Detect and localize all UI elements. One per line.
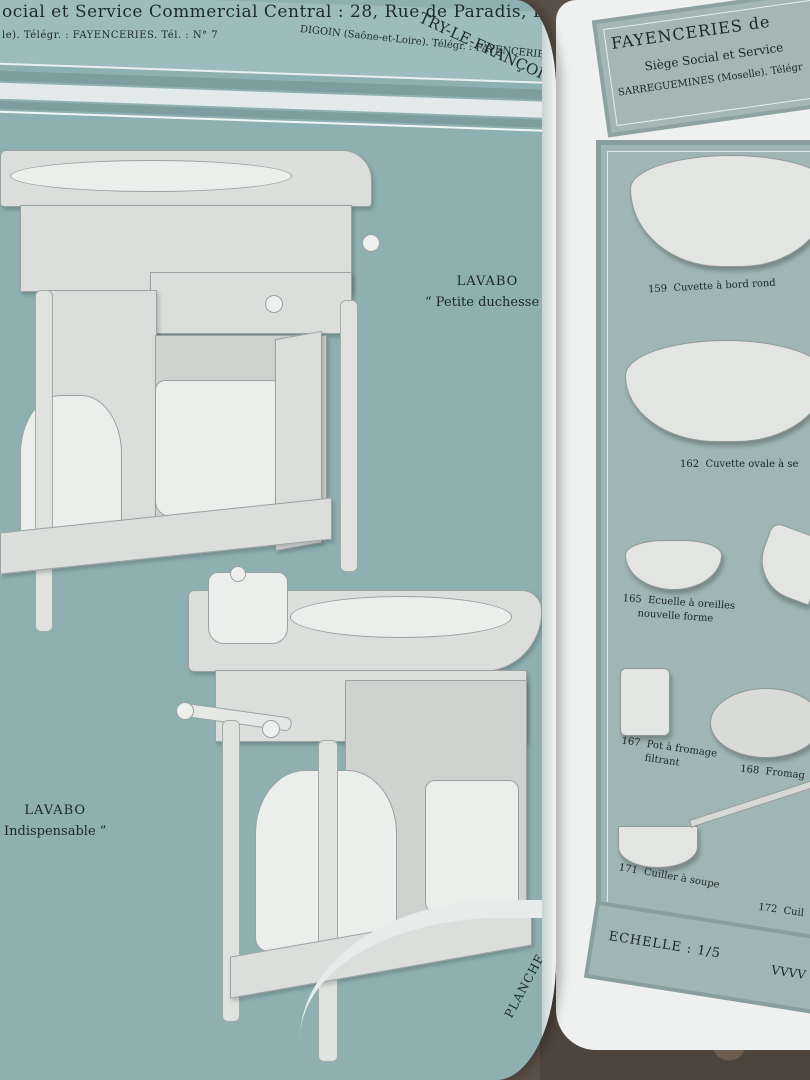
ladle-171-image [618,826,698,868]
open-drawer [150,272,352,334]
towel-rail-knob [176,702,194,720]
scale-ruler-icon: VVVV [770,962,807,983]
caption-name: “ Petite duchesse ” [425,294,550,310]
caption-title: LAVABO [24,803,87,818]
front-right-leg [340,300,358,572]
scale-label: ECHELLE : 1/5 [607,928,723,962]
chamber-pot [155,380,282,517]
jar-lid-knob [230,566,246,582]
lidded-jar [208,572,288,644]
caption-name: Indispensable ” [4,823,107,839]
basin [10,160,292,192]
towel-bar-knob [362,234,380,252]
header-address-line: ocial et Service Commercial Central : 28… [2,2,556,22]
fromage-168-image [710,688,810,758]
caption-petite-duchesse: LAVABO “ Petite duchesse ” [425,272,550,314]
item-162-label: 162 Cuvette ovale à se [680,459,799,470]
left-page: ocial et Service Commercial Central : 28… [0,0,556,1080]
back-left-leg [222,720,240,1022]
caption-indispensable: LAVABO Indispensable ” [4,801,106,843]
page-edge [542,0,556,1080]
drawer-knob [265,295,283,313]
header-telegraph-left: le). Télégr. : FAYENCERIES. Tél. : N° 7 [2,30,219,41]
pot-fromage-167-image [620,668,670,736]
chamber-pot [425,780,519,917]
towel-rail-knob [262,720,280,738]
basin [290,596,512,638]
caption-title: LAVABO [456,274,519,289]
front-left-leg [35,290,53,632]
